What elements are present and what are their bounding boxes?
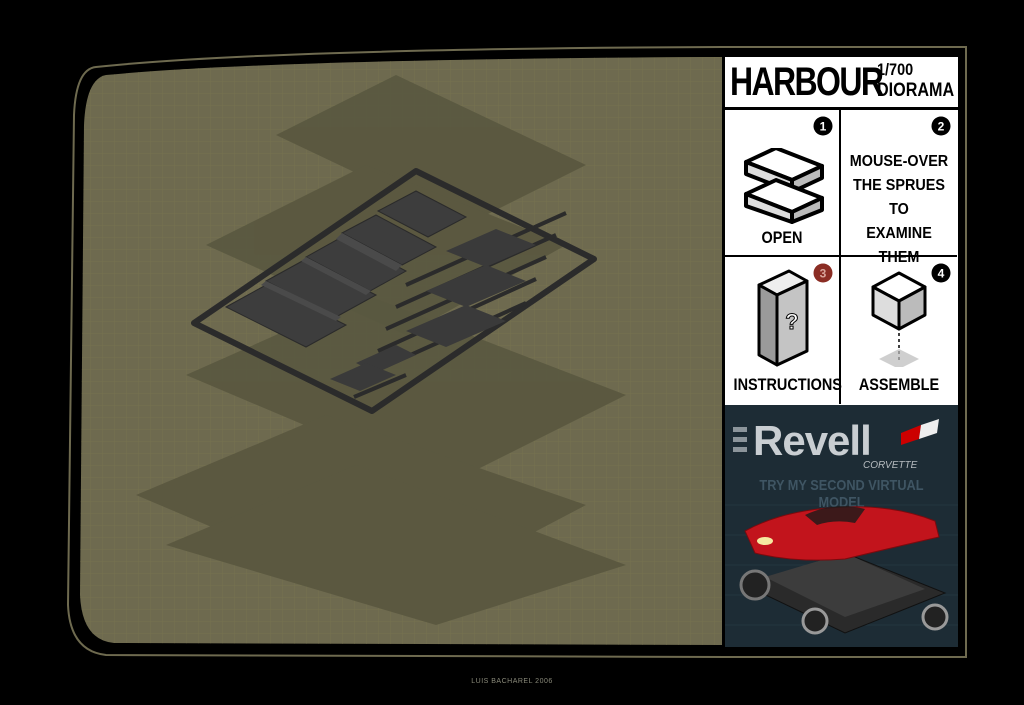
open-box-icon: [744, 148, 824, 224]
revell-corvette-ad[interactable]: Revell CORVETTE TRY MY SECOND VIRTUAL MO…: [725, 405, 958, 647]
step-3-badge: 3: [813, 263, 833, 283]
step-instructions-button[interactable]: 3 ? INSTRUCTIONS: [725, 257, 842, 404]
step-2-badge: 2: [931, 116, 951, 136]
step-1-badge: 1: [813, 116, 833, 136]
svg-text:?: ?: [785, 309, 798, 334]
step-4-badge: 4: [931, 263, 951, 283]
control-panel: HARBOUR 1/700 DIORAMA 1 OPEN 2 MOUSE-OVE…: [725, 57, 958, 647]
kit-title: HARBOUR 1/700 DIORAMA: [725, 57, 958, 110]
step-assemble-label: ASSEMBLE: [858, 375, 940, 394]
corvette-model-icon: [739, 506, 949, 635]
kit-scale: 1/700: [877, 60, 914, 79]
step-hint-text: MOUSE-OVER THE SPRUES TO EXAMINE THEM: [849, 153, 949, 266]
svg-text:1: 1: [820, 120, 827, 134]
kit-subtitle: DIORAMA: [877, 80, 955, 101]
instructions-booklet-icon: ?: [757, 269, 809, 367]
sprue-main[interactable]: [191, 168, 597, 414]
corvette-flags-icon: [901, 419, 939, 445]
sprue-stack: [136, 75, 626, 625]
step-open-label: OPEN: [761, 228, 803, 247]
step-instructions-label: INSTRUCTIONS: [733, 375, 842, 394]
credit-text: LUIS BACHAREL 2006: [471, 678, 553, 685]
step-hint: 2 MOUSE-OVER THE SPRUES TO EXAMINE THEM: [841, 110, 957, 266]
svg-text:2: 2: [938, 120, 945, 134]
ad-model: CORVETTE: [863, 460, 918, 471]
step-open-button[interactable]: 1 OPEN: [725, 110, 841, 257]
model-workspace: [66, 45, 970, 660]
sprue-shadow-lower[interactable]: [136, 295, 626, 625]
ad-brand: Revell: [753, 417, 872, 464]
step-assemble-button[interactable]: 4 ASSEMBLE: [841, 257, 957, 404]
svg-text:3: 3: [820, 267, 827, 281]
svg-text:4: 4: [938, 267, 945, 281]
assemble-cube-icon: [871, 271, 927, 367]
kit-name: HARBOUR: [730, 60, 884, 104]
ad-stripes-icon: [733, 427, 747, 452]
